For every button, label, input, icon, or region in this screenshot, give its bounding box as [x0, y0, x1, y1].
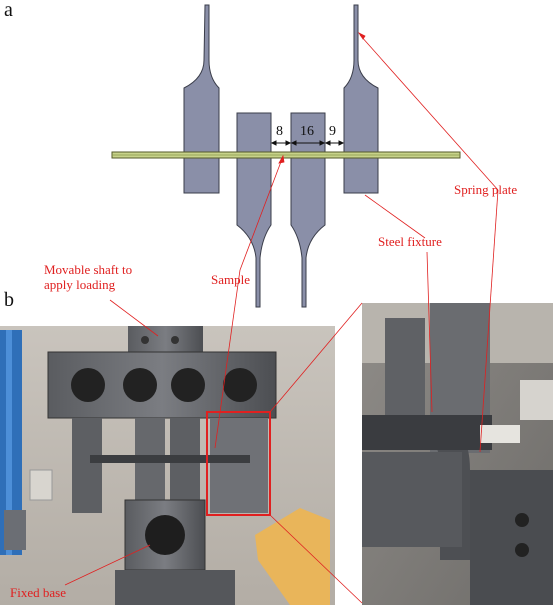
dimension-arrows	[270, 140, 345, 146]
steel-fixture-label: Steel fixture	[378, 234, 442, 249]
steel-fixture-right	[290, 112, 326, 308]
panel-b-label: b	[4, 289, 14, 311]
movable-shaft-label: Movable shaft to apply loading	[44, 262, 133, 292]
sample-label: Sample	[211, 272, 250, 287]
fixed-base-label: Fixed base	[10, 585, 66, 600]
spring-plate-left	[183, 4, 220, 194]
dimension-16: 16	[300, 124, 314, 139]
machine-photo	[0, 326, 335, 605]
annotation-lines	[64, 31, 499, 604]
schematic	[111, 4, 461, 308]
panel-a-label: a	[4, 0, 13, 21]
dimension-8: 8	[276, 124, 283, 139]
spring-plate-right	[343, 4, 379, 194]
steel-fixture-left	[236, 112, 272, 308]
dimension-9: 9	[329, 124, 336, 139]
spring-plate-label: Spring plate	[454, 182, 518, 197]
zoom-photo	[362, 303, 553, 605]
